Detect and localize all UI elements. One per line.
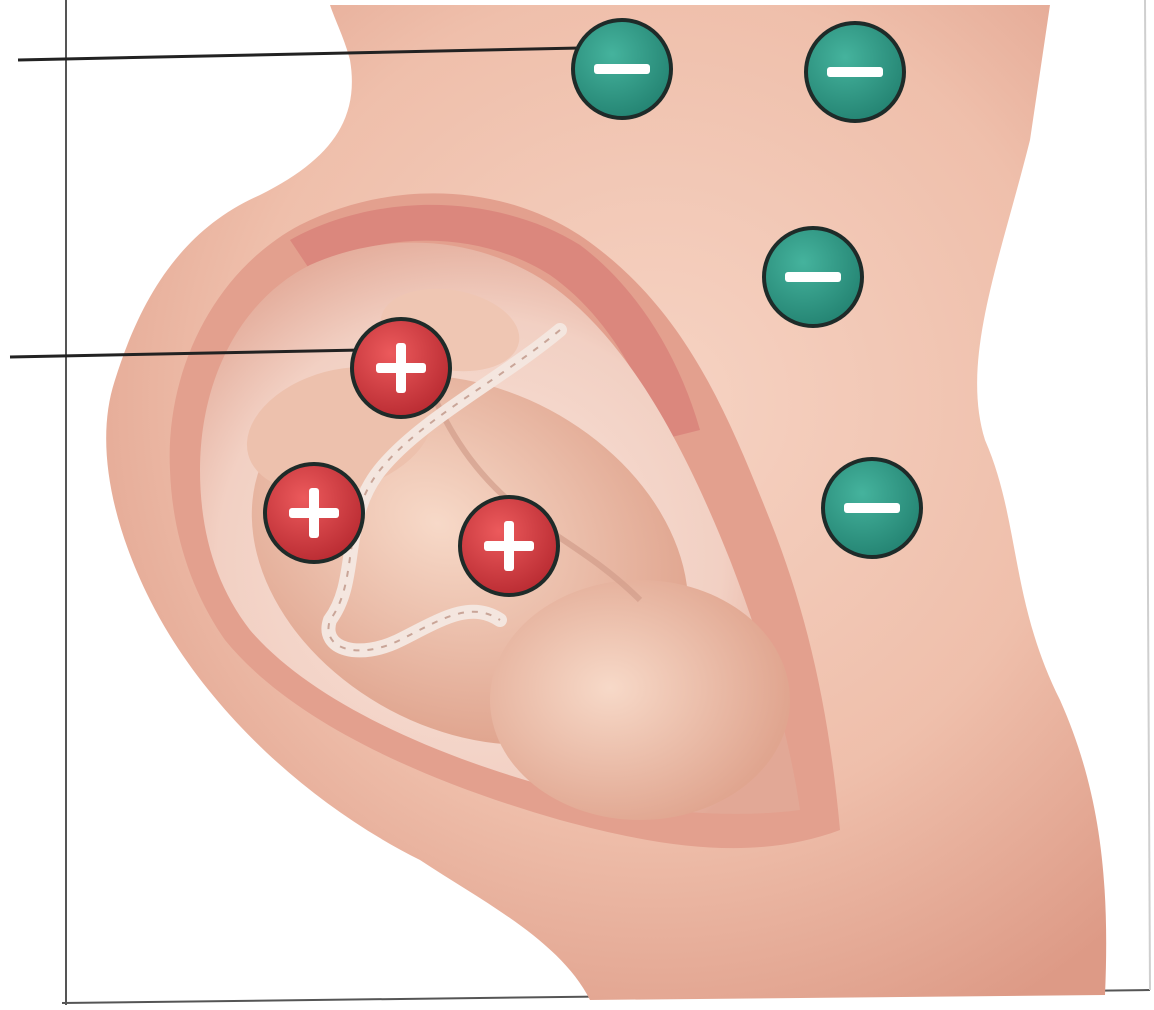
negative-charge-icon xyxy=(573,20,671,118)
positive-charge-icon xyxy=(265,464,363,562)
positive-charge-icon xyxy=(460,497,558,595)
negative-charge-icon xyxy=(764,228,862,326)
negative-charge-icon xyxy=(806,23,904,121)
positive-charge-icon xyxy=(352,319,450,417)
negative-charge-icon xyxy=(823,459,921,557)
